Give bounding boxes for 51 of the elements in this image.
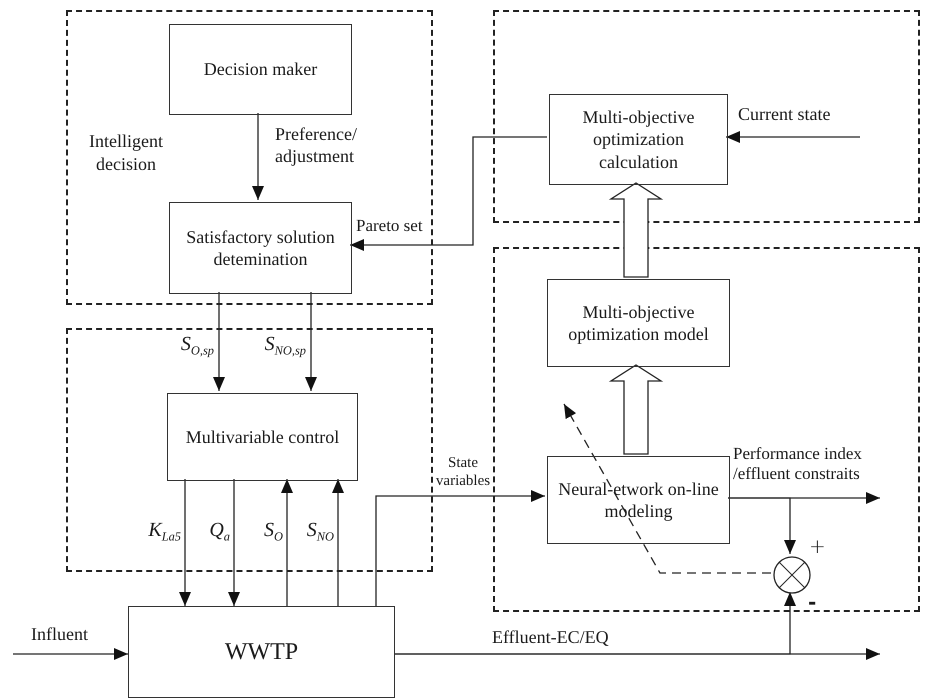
edge-label: Q$_{a}$: [208, 518, 230, 544]
edge-label: Effluent-EC/EQ: [492, 627, 609, 649]
signal-arrow: [252, 113, 264, 200]
sign-label: -: [808, 592, 816, 612]
signal-arrow: [305, 292, 317, 391]
signal-arrow: [350, 136, 547, 251]
signal-arrow: [281, 479, 293, 606]
signal-arrow: [13, 648, 128, 660]
signal-arrow: [179, 479, 191, 606]
box-label: Neural-etwork on-line modeling: [557, 478, 720, 522]
edge-label: Current state: [738, 104, 830, 126]
arrow: [395, 592, 796, 655]
edge-label: Preference/ adjustment: [275, 124, 358, 168]
sign-label: +: [809, 536, 826, 556]
process-box: [549, 94, 728, 185]
edge-label: Pareto set: [356, 216, 423, 236]
process-box: [169, 24, 352, 115]
edge-label: S$_{O,sp}$: [180, 332, 214, 358]
box-label: Satisfactory solution detemination: [185, 226, 336, 270]
edge-label: K$_{La5}$: [147, 518, 181, 544]
signal-arrow: [726, 131, 860, 143]
dashed-group-border: [493, 247, 920, 612]
edge-label: S$_{O}$: [263, 518, 283, 544]
summing-junction: [773, 556, 811, 594]
edge-label: Performance index /effluent constraits: [733, 444, 863, 485]
process-box: [547, 279, 730, 367]
process-box: [169, 202, 352, 294]
box-label: Multi-objective optimization calculation: [582, 106, 696, 174]
dashed-group-border: [66, 328, 433, 572]
box-label: Decision maker: [204, 58, 318, 81]
process-box: [167, 393, 358, 481]
arrow: [728, 497, 796, 554]
process-box: [128, 606, 395, 698]
arrow: [563, 404, 771, 574]
signal-arrow: [228, 479, 240, 606]
group-label: Intelligent decision: [88, 130, 164, 175]
dashed-group-border: [66, 10, 433, 305]
edge-label: Influent: [31, 624, 88, 646]
box-label: Multi-objective optimization model: [567, 300, 710, 346]
edge-label: S$_{NO}$: [306, 518, 334, 544]
signal-arrow: [375, 490, 545, 606]
dashed-group-border: [493, 10, 920, 223]
signal-arrow: [213, 292, 225, 391]
process-box: [547, 456, 730, 544]
edge-label: S$_{NO,sp}$: [264, 332, 306, 358]
hollow-arrow: [608, 182, 664, 278]
box-label: WWTP: [224, 638, 298, 667]
hollow-arrow: [608, 364, 664, 455]
box-label: Multivariable control: [186, 426, 340, 448]
edge-label: State variables: [435, 454, 491, 490]
signal-arrow: [332, 479, 344, 606]
